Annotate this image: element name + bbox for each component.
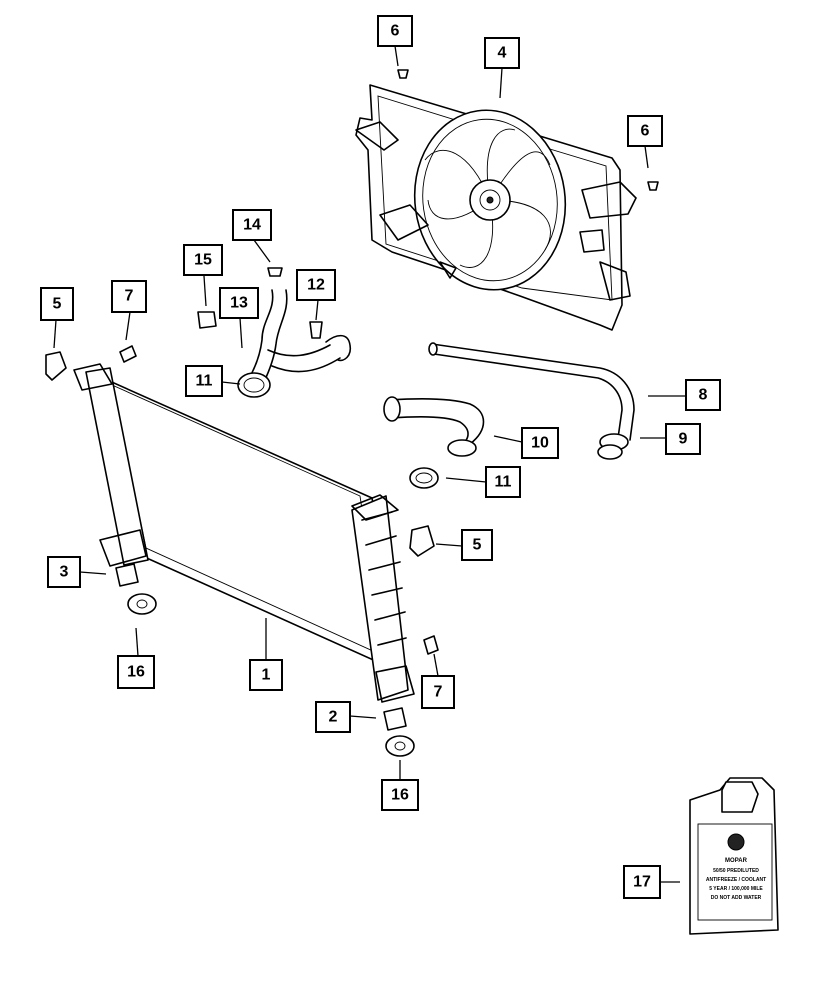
leader-lines [53,45,686,883]
mopar-logo-icon [727,833,745,851]
jug-line1: 50/50 PREDILUTED [713,868,759,874]
fan-shroud-assembly [355,69,659,331]
jug-line3: 5 YEAR / 100,000 MILE [709,886,763,892]
radiator-hose-10 [383,396,485,489]
bleed-valve-upper [119,345,137,363]
callout-13: 13 [219,287,259,319]
callout-8: 8 [685,379,721,411]
callout-label: 5 [473,537,482,554]
callout-label: 6 [641,123,650,140]
callout-label: 5 [53,296,62,313]
callout-5-left: 5 [40,287,74,321]
callout-label: 6 [391,23,400,40]
callout-label: 15 [194,252,212,269]
bracket-left [115,563,139,587]
bracket-right [383,707,407,731]
callout-label: 14 [243,217,261,234]
callout-label: 11 [196,373,213,390]
callout-label: 2 [329,709,338,726]
callout-label: 7 [434,684,443,701]
isolator-right [385,735,415,757]
small-parts [45,345,439,757]
callout-14: 14 [232,209,272,241]
insulator-right [409,525,435,557]
callout-label: 17 [633,874,651,891]
callout-16-left: 16 [117,655,155,689]
jug-line4: DO NOT ADD WATER [711,895,762,901]
callout-10: 10 [521,427,559,459]
callout-2: 2 [315,701,351,733]
callout-15: 15 [183,244,223,276]
insulator-upper-left [45,351,67,381]
callout-11-left: 11 [185,365,223,397]
jug-brand: MOPAR [725,858,748,864]
callout-label: 16 [127,664,145,681]
coolant-tube-assembly [428,342,635,460]
callout-5-right: 5 [461,529,493,561]
callout-label: 9 [679,431,688,448]
callout-1: 1 [249,659,283,691]
callout-label: 11 [495,474,512,491]
callout-label: 13 [230,295,248,312]
callout-7-bottom: 7 [421,675,455,709]
bleed-valve-lower [423,635,439,655]
callout-3: 3 [47,556,81,588]
isolator-left [127,593,157,615]
coolant-jug: MOPAR 50/50 PREDILUTED ANTIFREEZE / COOL… [689,777,779,935]
callout-label: 10 [531,435,549,452]
callout-7-top: 7 [111,280,147,313]
upper-radiator-hose [197,267,352,398]
callout-label: 12 [307,277,325,294]
callout-4: 4 [484,37,520,69]
radiator [73,363,415,703]
callout-6-top: 6 [377,15,413,47]
callout-12: 12 [296,269,336,301]
callout-label: 4 [498,45,507,62]
callout-17: 17 [623,865,661,899]
callout-label: 7 [125,288,134,305]
callout-16-right: 16 [381,779,419,811]
callout-label: 1 [262,667,271,684]
callout-11-right: 11 [485,466,521,498]
callout-label: 3 [60,564,69,581]
callout-6-right: 6 [627,115,663,147]
callout-label: 8 [699,387,708,404]
jug-line2: ANTIFREEZE / COOLANT [706,877,766,883]
callout-9: 9 [665,423,701,455]
callout-label: 16 [391,787,409,804]
